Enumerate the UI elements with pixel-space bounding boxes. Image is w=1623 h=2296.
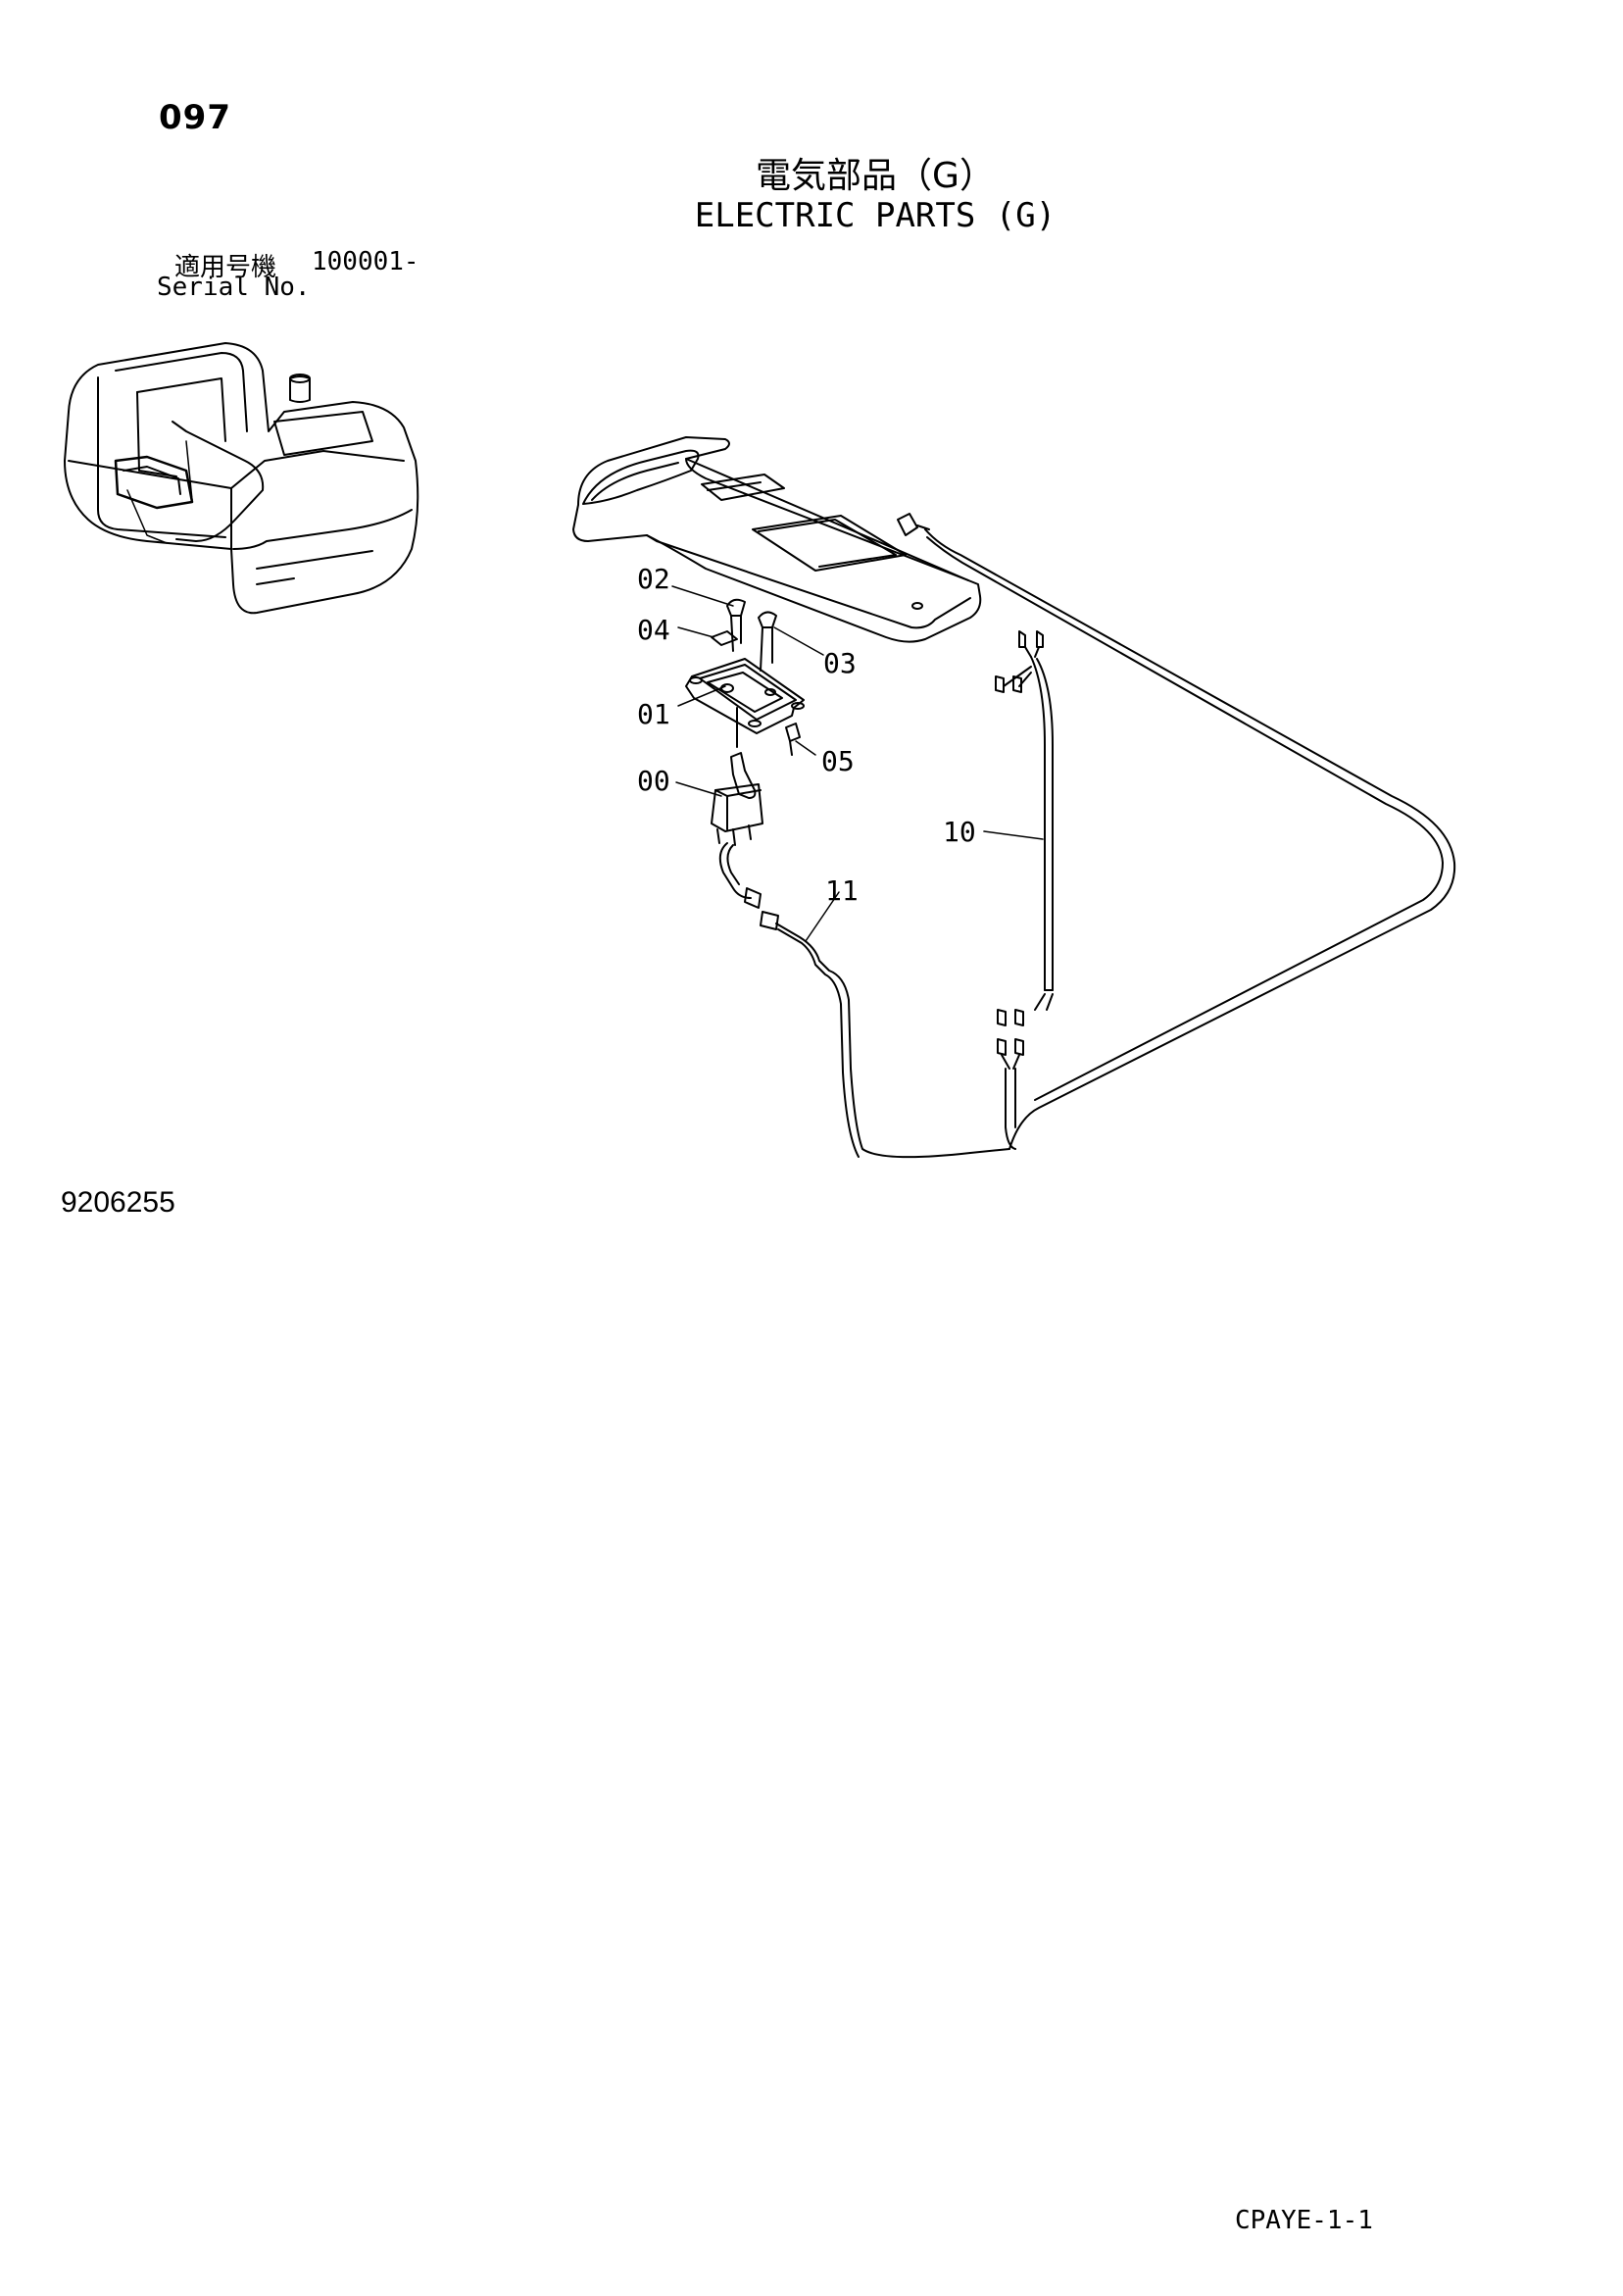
callout-02: 02: [637, 563, 670, 595]
callout-01: 01: [637, 698, 670, 730]
wire-harness-11: [718, 842, 1010, 1159]
page-title-english: ELECTRIC PARTS (G): [694, 196, 1057, 235]
wire-harness-10: [995, 630, 1054, 1150]
switch-bracket-assembly: [685, 598, 805, 756]
console-panel: [572, 436, 982, 643]
document-number: 9206255: [61, 1186, 175, 1219]
callout-labels: 02 04 03 01 05 00 10 11: [637, 563, 976, 907]
callout-04: 04: [637, 614, 670, 646]
callout-03: 03: [823, 647, 857, 679]
page-title-japanese: 電気部品（G）: [756, 156, 995, 196]
serial-label-english: Serial No.: [157, 273, 311, 302]
callout-00: 00: [637, 765, 670, 797]
page-number: 097: [159, 98, 231, 137]
long-loop-harness: [897, 513, 1456, 1150]
toggle-switch: [711, 752, 763, 846]
footer-code: CPAYE-1-1: [1235, 2206, 1373, 2235]
leader-lines: [671, 585, 1044, 942]
callout-11: 11: [825, 874, 859, 907]
callout-10: 10: [943, 816, 976, 848]
excavator-cab-thumbnail: [64, 342, 419, 615]
serial-range: 100001-: [312, 247, 419, 276]
callout-05: 05: [821, 745, 855, 777]
serial-label-japanese: 適用号機: [174, 253, 277, 282]
